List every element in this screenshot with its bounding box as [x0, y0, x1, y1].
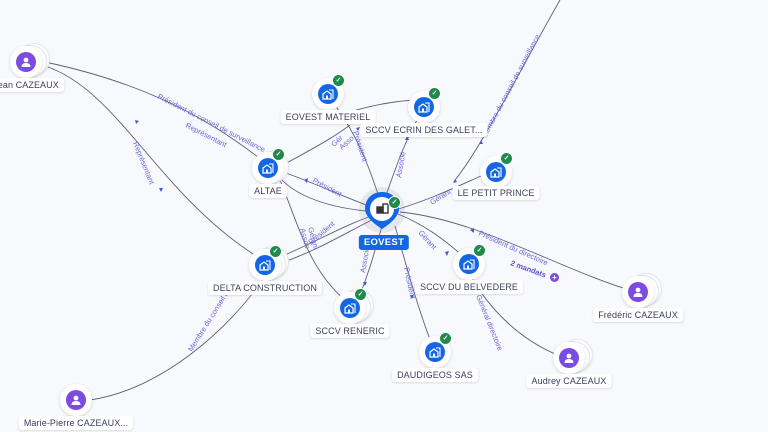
- edge-jean-delta: [44, 65, 267, 263]
- edge-label: Membre du conseil de surveillance: [480, 33, 542, 139]
- building-icon: [262, 163, 274, 174]
- arrow-icon: [356, 127, 360, 131]
- node-label: EOVEST: [358, 235, 410, 250]
- node-disc: [10, 46, 42, 78]
- arrow-icon: [445, 251, 449, 256]
- company-icon-circle: [459, 254, 479, 274]
- node-label[interactable]: SCCV RENERIC: [310, 324, 390, 338]
- arrow-icon: [453, 179, 457, 183]
- company-icon-circle: [425, 342, 445, 362]
- node-label[interactable]: Frédéric CAZEAUX: [593, 308, 683, 322]
- arrow-icon: [304, 178, 308, 183]
- verified-check-icon: ✓: [428, 87, 441, 100]
- node-disc: [419, 336, 451, 368]
- node-disc: [60, 384, 92, 416]
- person-icon: [71, 395, 81, 405]
- node-label[interactable]: Marie-Pierre CAZEAUX...: [18, 416, 134, 430]
- arrow-icon: [479, 140, 483, 144]
- edge-label: Général directoire: [474, 293, 505, 352]
- node-label[interactable]: SCCV DU BELVEDERE: [414, 280, 524, 294]
- edge-label: Président: [311, 176, 344, 199]
- building-icon: [344, 303, 356, 314]
- company-icon-circle: [255, 255, 275, 275]
- person-icon: [633, 287, 643, 297]
- edge-jean-altae: [44, 61, 269, 166]
- building-icon: [463, 259, 475, 270]
- person-icon-circle: [16, 52, 36, 72]
- verified-check-icon: ✓: [332, 74, 345, 87]
- building-icon: [418, 102, 430, 113]
- edge-label: Associé: [358, 246, 371, 273]
- building-icon: [376, 203, 389, 214]
- company-icon-circle: [258, 158, 278, 178]
- building-icon: [322, 89, 334, 100]
- node-label[interactable]: SCCV ECRIN DES GALET...: [360, 123, 488, 137]
- node-label[interactable]: Audrey CAZEAUX: [526, 374, 612, 388]
- arrow-icon: [135, 120, 139, 124]
- edge-label: Représentant: [131, 140, 157, 186]
- person-icon-circle: [66, 390, 86, 410]
- node-disc: [334, 292, 366, 324]
- edge-label: Président du conseil de surveillance: [156, 92, 267, 154]
- person-icon-circle: [628, 282, 648, 302]
- company-icon-circle: [318, 84, 338, 104]
- arrow-icon: [159, 188, 163, 192]
- building-icon: [259, 260, 271, 271]
- verified-check-icon: ✓: [500, 152, 513, 165]
- arrow-icon: [363, 282, 367, 286]
- verified-check-icon: ✓: [473, 244, 486, 257]
- plus-icon[interactable]: +: [550, 273, 559, 282]
- edge-altae-materiel: [282, 124, 351, 166]
- person-icon: [21, 57, 31, 67]
- verified-check-icon: ✓: [354, 288, 367, 301]
- node-disc: [312, 78, 344, 110]
- company-icon-circle: [414, 97, 434, 117]
- node-label[interactable]: DELTA CONSTRUCTION: [208, 281, 322, 295]
- edge-eovest-ecrin: [384, 114, 421, 199]
- verified-check-icon: ✓: [388, 196, 401, 209]
- edge-label: Gérant: [417, 228, 440, 252]
- node-disc: [553, 342, 585, 374]
- edge-label: Associé: [394, 151, 407, 178]
- node-label[interactable]: DAUDIGEOS SAS: [392, 368, 478, 382]
- building-icon: [429, 347, 441, 358]
- node-disc: [249, 249, 281, 281]
- edge-petitprince-top: [454, 0, 561, 181]
- verified-check-icon: ✓: [272, 148, 285, 161]
- edge-delta-eovest-2: [277, 215, 381, 265]
- building-icon: [490, 167, 502, 178]
- edge-eovest-frederic: [399, 211, 637, 293]
- company-icon-circle: [340, 298, 360, 318]
- edge-label: Membre du conseil de: [186, 286, 233, 353]
- person-icon-circle: [559, 348, 579, 368]
- node-label[interactable]: Jean CAZEAUX: [0, 78, 64, 92]
- arrow-icon: [470, 228, 474, 233]
- verified-check-icon: ✓: [269, 245, 282, 258]
- node-label[interactable]: LE PETIT PRINCE: [452, 186, 540, 200]
- node-label[interactable]: EOVEST MATERIEL: [280, 110, 376, 124]
- person-icon: [564, 353, 574, 363]
- node-label[interactable]: ALTAE: [249, 184, 287, 198]
- arrow-icon: [410, 295, 414, 299]
- arrow-icon: [405, 136, 409, 140]
- node-disc: [622, 276, 654, 308]
- company-icon-circle: [486, 162, 506, 182]
- verified-check-icon: ✓: [439, 332, 452, 345]
